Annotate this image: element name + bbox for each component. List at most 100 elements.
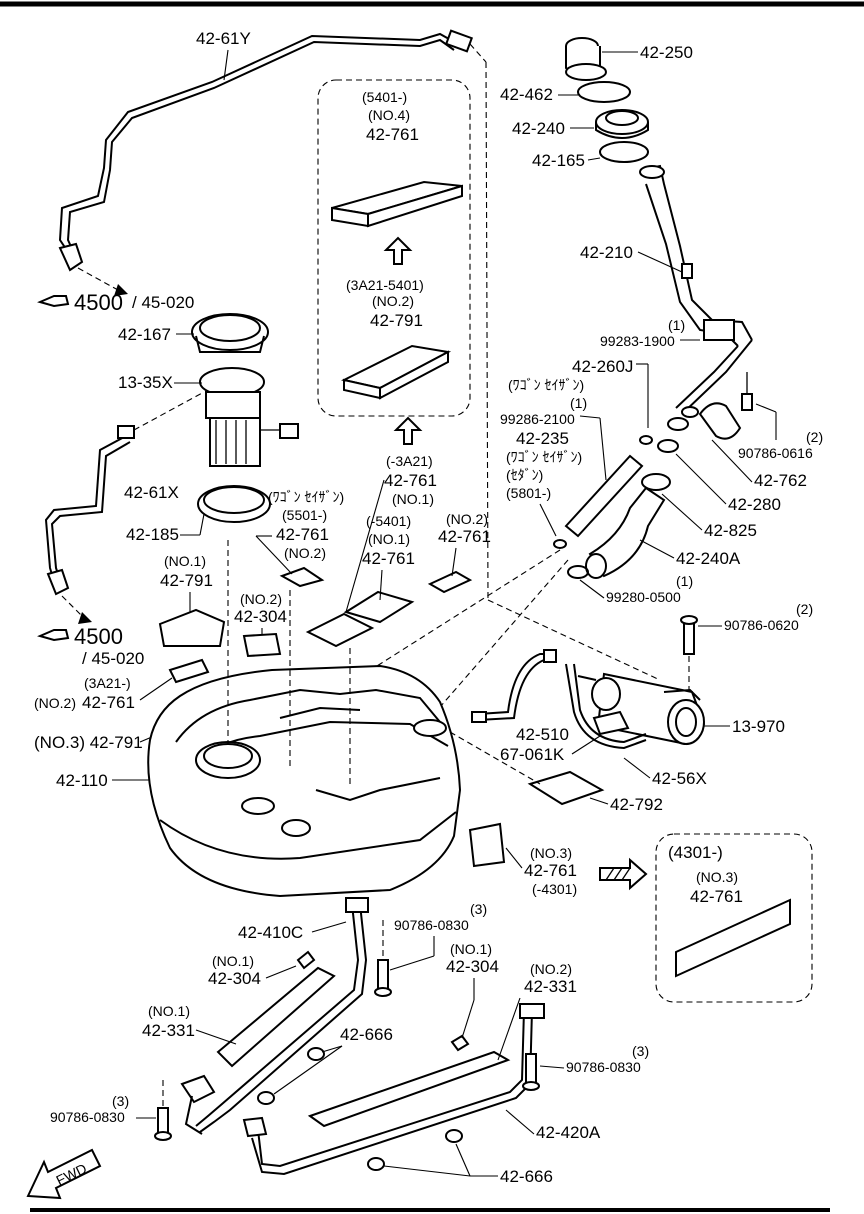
seal-42-165 (599, 141, 649, 163)
fwd-label: FWD (53, 1160, 89, 1188)
label-42-240: 42-240 (512, 119, 565, 138)
nut-42-666-b (367, 1129, 463, 1171)
label-m5401: (-5401) (366, 513, 411, 529)
label-42-235: 42-235 (516, 429, 569, 448)
label-wagon-5501: (ﾜｺﾞﾝ ｾｲｻﾞﾝ) (268, 489, 344, 505)
box-4301-761: 42-761 (690, 887, 743, 906)
box-4301-title: (4301-) (668, 843, 723, 862)
label-sheet-5401-no1 (305, 612, 375, 648)
label-no1-791-a: (NO.1) (164, 553, 206, 569)
hose-42-56x (565, 663, 647, 750)
pad-42-331-no1 (216, 966, 336, 1068)
label-42-510: 42-510 (516, 725, 569, 744)
label-sheet-no3-761 (468, 822, 506, 868)
label-no1-304-right-b: 42-304 (446, 957, 499, 976)
label-no2-761-a: (NO.2) (446, 511, 488, 527)
label-sheet-67-061k (592, 710, 630, 736)
note-5401-c: 42-761 (366, 125, 419, 144)
seal-42-462 (577, 81, 631, 103)
note-5401-b: (NO.4) (368, 107, 410, 123)
label-no2-761-b: 42-761 (438, 527, 491, 546)
label-90786-0616: 90786-0616 (738, 445, 813, 461)
label-42-56x: 42-56X (652, 769, 707, 788)
label-90786-0620-qty: (2) (796, 601, 813, 617)
hand-pointer-icon-b (37, 629, 70, 642)
ref-a-number: 4500 (74, 290, 123, 315)
label-42-825: 42-825 (704, 521, 757, 540)
hose-42-240a (585, 486, 666, 579)
label-90786-0830c: 90786-0830 (566, 1059, 641, 1075)
nut-42-666-a (257, 1047, 325, 1105)
label-90786-0620: 90786-0620 (724, 617, 799, 633)
bolt-90786-0830b (154, 1080, 172, 1141)
lock-ring-42-167 (191, 313, 269, 353)
label-42-167: 42-167 (118, 325, 171, 344)
label-67-061k: 67-061K (500, 745, 565, 764)
label-99286: 99286-2100 (500, 411, 575, 427)
fuel-pump-13-35x (199, 367, 299, 467)
label-no2-304-b: 42-304 (234, 607, 287, 626)
label-5501-no2: (NO.2) (284, 545, 326, 561)
bolt-90786-0616 (741, 393, 753, 411)
label-99286-qty: (1) (570, 395, 587, 411)
label-42-210: 42-210 (580, 243, 633, 262)
label-42-185: 42-185 (126, 525, 179, 544)
strap-42-420a (242, 1003, 545, 1176)
label-99283: 99283-1900 (600, 333, 675, 349)
clamp-42-825 (641, 473, 671, 491)
label-90786-0830a: 90786-0830 (394, 917, 469, 933)
label-13-35x: 13-35X (118, 373, 173, 392)
note-3a21-a: (3A21-5401) (346, 277, 424, 293)
breather-hose-42-235 (553, 435, 653, 549)
label-42-240a: 42-240A (676, 549, 741, 568)
ref-b-sub: / 45-020 (82, 649, 144, 668)
label-no3-791: (NO.3) 42-791 (34, 733, 143, 752)
label-42-280: 42-280 (728, 495, 781, 514)
label-5501: (5501-) (282, 507, 327, 523)
label-42-61x: 42-61X (124, 483, 179, 502)
label-90786-0830a-qty: (3) (470, 901, 487, 917)
pad-42-304-right (450, 1034, 470, 1052)
label-42-462: 42-462 (500, 85, 553, 104)
label-99280-qty: (1) (676, 573, 693, 589)
label-3a21-top-b: 42-761 (384, 471, 437, 490)
label-42-260j: 42-260J (572, 357, 633, 376)
label-3a21-left-b: (NO.2) (34, 695, 76, 711)
pad-42-331-no2 (307, 1050, 511, 1128)
label-90786-0616-qty: (2) (806, 429, 823, 445)
label-3a21-left-c: 42-761 (82, 693, 135, 712)
label-no2-304-a: (NO.2) (240, 591, 282, 607)
label-sheet-no2-761 (427, 570, 473, 594)
label-42-420a: 42-420A (536, 1123, 601, 1142)
label-wagon: (ﾜｺﾞﾝ ｾｲｻﾞﾝ) (508, 377, 584, 393)
hose-42-762 (667, 402, 742, 440)
label-sedan: (ｾﾀﾞﾝ) (506, 467, 543, 483)
bolt-90786-0830c (522, 1053, 540, 1091)
label-sheet-no2-304 (242, 632, 282, 658)
note-box-5401 (317, 79, 471, 417)
label-90786-0830c-qty: (3) (632, 1043, 649, 1059)
clamp-99280 (567, 565, 589, 579)
label-no1-791-b: 42-791 (160, 571, 213, 590)
label-no2-331-a: (NO.2) (530, 961, 572, 977)
strap-42-410c (180, 897, 369, 1135)
label-m5401-761: 42-761 (362, 549, 415, 568)
label-no3-761-c: (-4301) (532, 881, 577, 897)
label-3a21-top-c: (NO.1) (392, 491, 434, 507)
fuel-tank-42-110 (147, 540, 462, 898)
label-no3-761-a: (NO.3) (530, 845, 572, 861)
label-5501-761: 42-761 (276, 525, 329, 544)
label-sheet-5501-no2 (279, 566, 325, 588)
label-3a21-top-a: (-3A21) (386, 453, 433, 469)
label-42-410c: 42-410C (238, 923, 303, 942)
bolt-90786-0830a (374, 920, 392, 997)
note-3a21-c: 42-791 (370, 311, 423, 330)
note-5401-a: (5401-) (362, 89, 407, 105)
label-sheet-3a21-no1 (343, 590, 415, 624)
label-no1-331-b: 42-331 (142, 1021, 195, 1040)
hose-42-510 (471, 649, 557, 723)
fuel-cap-42-250 (565, 37, 607, 81)
label-3a21-left-a: (3A21-) (84, 675, 131, 691)
filler-pipe-top-42-240 (595, 109, 649, 139)
